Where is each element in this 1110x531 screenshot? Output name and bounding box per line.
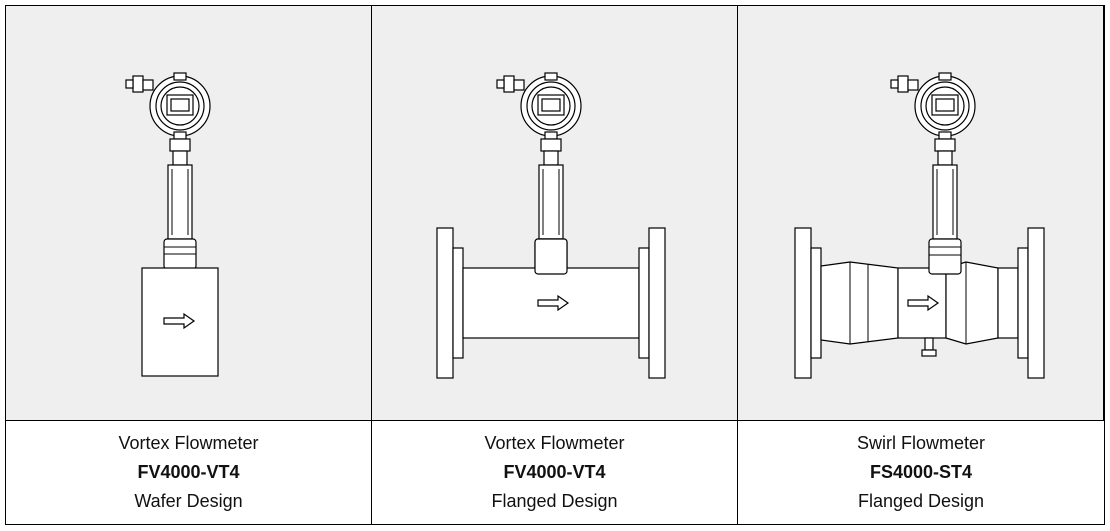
caption-model: FS4000-ST4	[869, 462, 973, 482]
flow-arrow-icon	[163, 312, 196, 330]
transmitter-head-icon	[890, 72, 976, 140]
wafer-flowmeter-drawing	[6, 6, 372, 421]
caption-type: Vortex Flowmeter	[118, 433, 259, 453]
caption-design: Flanged Design	[857, 491, 985, 511]
caption-design: Wafer Design	[134, 491, 243, 511]
flow-arrow-icon	[907, 294, 940, 312]
caption-wafer: Vortex Flowmeter FV4000-VT4 Wafer Design	[6, 421, 372, 524]
flanged-vortex-drawing	[372, 6, 738, 421]
caption-flanged-vortex: Vortex Flowmeter FV4000-VT4 Flanged Desi…	[372, 421, 738, 524]
caption-model: FV4000-VT4	[503, 462, 606, 482]
flow-arrow-icon	[537, 294, 570, 312]
caption-model: FV4000-VT4	[137, 462, 240, 482]
figure-table: Vortex Flowmeter FV4000-VT4 Wafer Design…	[5, 5, 1105, 525]
transmitter-head-icon	[125, 72, 211, 140]
transmitter-head-icon	[496, 72, 582, 140]
caption-type: Swirl Flowmeter	[856, 433, 985, 453]
caption-flanged-swirl: Swirl Flowmeter FS4000-ST4 Flanged Desig…	[738, 421, 1104, 524]
caption-design: Flanged Design	[491, 491, 618, 511]
caption-type: Vortex Flowmeter	[484, 433, 625, 453]
flanged-swirl-drawing	[738, 6, 1104, 421]
